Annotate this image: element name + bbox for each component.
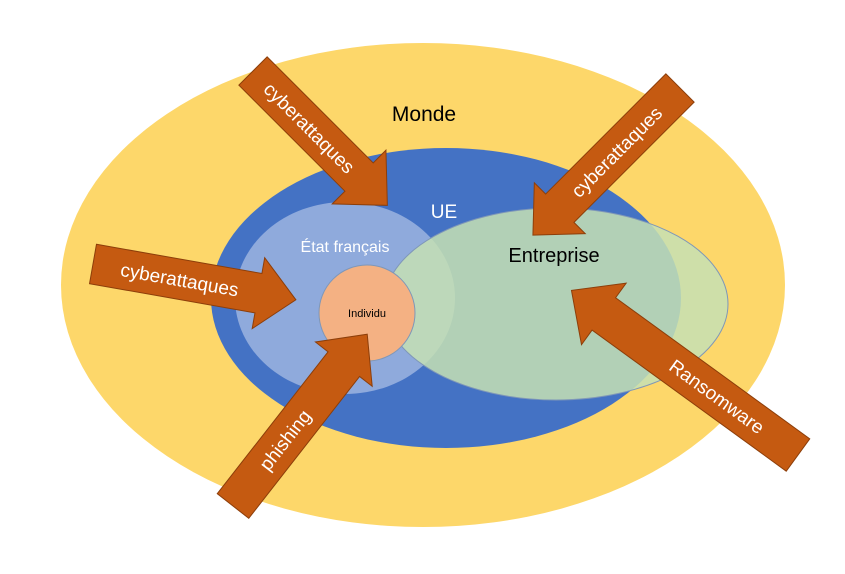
arrow-top-left-shape (238, 56, 388, 206)
arrow-bottom-right-shape (570, 282, 811, 472)
entreprise-label: Entreprise (508, 245, 599, 267)
arrow-bottom-left-shape (216, 333, 373, 520)
individu-label: Individu (348, 308, 386, 320)
etat-label: État français (301, 237, 390, 256)
ue-label: UE (431, 202, 457, 223)
arrow-top-right-shape (532, 73, 695, 236)
arrow-left-shape (88, 243, 297, 330)
monde-label: Monde (392, 103, 456, 126)
